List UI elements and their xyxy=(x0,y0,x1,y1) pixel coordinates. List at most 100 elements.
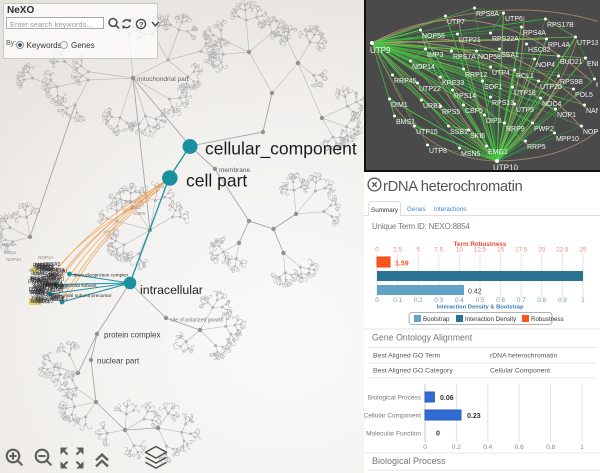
svg-text:?: ? xyxy=(139,20,144,29)
svg-text:BRX1: BRX1 xyxy=(36,296,48,301)
svg-text:RLP7: RLP7 xyxy=(32,295,44,300)
svg-text:TIF6: TIF6 xyxy=(38,279,48,285)
svg-text:membrane: membrane xyxy=(219,167,250,174)
svg-text:22.5: 22.5 xyxy=(556,247,569,254)
svg-text:BOL5: BOL5 xyxy=(4,250,16,255)
svg-text:cell part: cell part xyxy=(186,171,247,191)
svg-text:0: 0 xyxy=(423,444,427,451)
svg-text:NOP6: NOP6 xyxy=(583,129,598,136)
svg-text:CBF5: CBF5 xyxy=(465,108,483,115)
svg-text:25: 25 xyxy=(579,247,587,254)
svg-text:15: 15 xyxy=(497,247,505,254)
svg-text:DRS1: DRS1 xyxy=(40,270,54,276)
svg-text:DRS1: DRS1 xyxy=(52,267,65,272)
svg-text:RPS1A: RPS1A xyxy=(33,263,50,269)
svg-text:NOP15: NOP15 xyxy=(40,288,56,293)
svg-text:Best Aligned GO Category: Best Aligned GO Category xyxy=(373,368,453,375)
svg-text:UTP13: UTP13 xyxy=(577,40,598,47)
svg-text:BRX1: BRX1 xyxy=(33,271,45,276)
svg-text:NOG1: NOG1 xyxy=(33,285,47,291)
svg-text:MAK5: MAK5 xyxy=(31,271,44,276)
svg-text:rDNA heterochromatin: rDNA heterochromatin xyxy=(490,353,557,360)
svg-text:UTP6: UTP6 xyxy=(505,16,523,23)
svg-text:RRP1: RRP1 xyxy=(44,282,58,288)
svg-text:0.4: 0.4 xyxy=(483,444,492,451)
svg-text:NOC4: NOC4 xyxy=(542,101,562,108)
svg-text:RRP1: RRP1 xyxy=(51,276,65,282)
svg-text:RPS4A: RPS4A xyxy=(523,30,546,37)
svg-text:ribosomal subunit precursor: ribosomal subunit precursor xyxy=(53,293,113,299)
svg-text:RPS13: RPS13 xyxy=(492,100,514,107)
svg-text:C8F5: C8F5 xyxy=(134,211,146,216)
svg-text:UTP21: UTP21 xyxy=(459,37,481,44)
svg-text:RLP7: RLP7 xyxy=(33,290,46,296)
svg-text:NOG2: NOG2 xyxy=(49,272,63,278)
svg-text:UTP15: UTP15 xyxy=(416,129,438,136)
svg-text:UTP4: UTP4 xyxy=(492,70,510,77)
svg-text:RLP7: RLP7 xyxy=(49,276,62,282)
svg-text:NUG1: NUG1 xyxy=(40,267,54,273)
svg-text:0.3: 0.3 xyxy=(434,297,443,304)
svg-text:NSA2: NSA2 xyxy=(47,262,60,268)
svg-text:UTP5: UTP5 xyxy=(516,107,534,114)
svg-text:NOP1: NOP1 xyxy=(557,112,576,119)
svg-text:RRP14: RRP14 xyxy=(38,263,54,269)
svg-text:UTP10: UTP10 xyxy=(493,164,518,171)
svg-text:Genes: Genes xyxy=(71,41,95,50)
svg-text:MSN5: MSN5 xyxy=(461,151,481,158)
svg-text:NOG2: NOG2 xyxy=(39,265,53,271)
svg-text:RPS5: RPS5 xyxy=(442,109,460,116)
svg-text:NOP15: NOP15 xyxy=(48,285,65,291)
svg-text:0.42: 0.42 xyxy=(468,289,482,296)
svg-text:RCL1: RCL1 xyxy=(516,73,534,80)
svg-text:MRT4: MRT4 xyxy=(43,283,57,289)
svg-text:ERB1: ERB1 xyxy=(47,278,60,284)
svg-text:CIC1: CIC1 xyxy=(40,266,52,272)
svg-text:Cellular Component: Cellular Component xyxy=(490,368,550,375)
svg-text:DIP2: DIP2 xyxy=(486,118,502,125)
svg-text:NOP4: NOP4 xyxy=(46,283,60,289)
svg-text:NOP58: NOP58 xyxy=(478,54,501,61)
svg-text:LOC1: LOC1 xyxy=(49,284,62,290)
svg-text:BRX1: BRX1 xyxy=(36,292,48,297)
svg-text:17.5: 17.5 xyxy=(515,247,528,254)
svg-text:RPF2: RPF2 xyxy=(36,295,48,300)
svg-text:0.06: 0.06 xyxy=(440,395,454,402)
svg-text:20: 20 xyxy=(538,247,546,254)
svg-text:MRT4: MRT4 xyxy=(36,299,50,305)
svg-text:BRX1: BRX1 xyxy=(36,272,48,277)
svg-text:UTP20: UTP20 xyxy=(540,84,562,91)
svg-text:MRT4: MRT4 xyxy=(51,295,65,301)
svg-text:NSA2: NSA2 xyxy=(31,290,44,296)
svg-text:LOC1: LOC1 xyxy=(50,279,63,285)
svg-text:NOP14: NOP14 xyxy=(412,64,435,71)
svg-text:0.23: 0.23 xyxy=(467,413,481,420)
svg-text:NUG1: NUG1 xyxy=(34,265,48,271)
svg-text:NSA1: NSA1 xyxy=(34,284,47,290)
svg-text:Molecular Function: Molecular Function xyxy=(366,431,421,438)
svg-text:Robustness: Robustness xyxy=(531,316,564,323)
svg-text:DRS1: DRS1 xyxy=(30,290,44,296)
svg-text:10: 10 xyxy=(456,247,464,254)
svg-text:2.5: 2.5 xyxy=(393,247,402,254)
svg-text:RPS22A: RPS22A xyxy=(492,36,519,43)
svg-text:RPS1A: RPS1A xyxy=(49,268,66,274)
svg-text:RPS1A: RPS1A xyxy=(44,261,60,266)
svg-text:PUF6: PUF6 xyxy=(56,284,68,289)
svg-text:NSA1: NSA1 xyxy=(55,285,67,290)
svg-text:LOC1: LOC1 xyxy=(41,265,54,271)
svg-text:RSA4: RSA4 xyxy=(35,264,48,270)
svg-text:nuclear part: nuclear part xyxy=(97,357,140,366)
svg-text:NOP7: NOP7 xyxy=(45,266,58,271)
svg-text:YTM1: YTM1 xyxy=(31,278,44,283)
svg-text:NSA2: NSA2 xyxy=(38,283,50,288)
svg-text:0: 0 xyxy=(375,297,379,304)
svg-text:RPS9B: RPS9B xyxy=(560,79,583,86)
svg-text:RPS17B: RPS17B xyxy=(547,22,574,29)
svg-text:0: 0 xyxy=(375,247,379,254)
svg-text:7.5: 7.5 xyxy=(434,247,443,254)
svg-text:NSA1: NSA1 xyxy=(32,287,45,293)
svg-text:0.4: 0.4 xyxy=(455,297,464,304)
svg-text:MAK16: MAK16 xyxy=(32,281,49,287)
svg-text:Best Aligned GO Term: Best Aligned GO Term xyxy=(373,353,440,360)
